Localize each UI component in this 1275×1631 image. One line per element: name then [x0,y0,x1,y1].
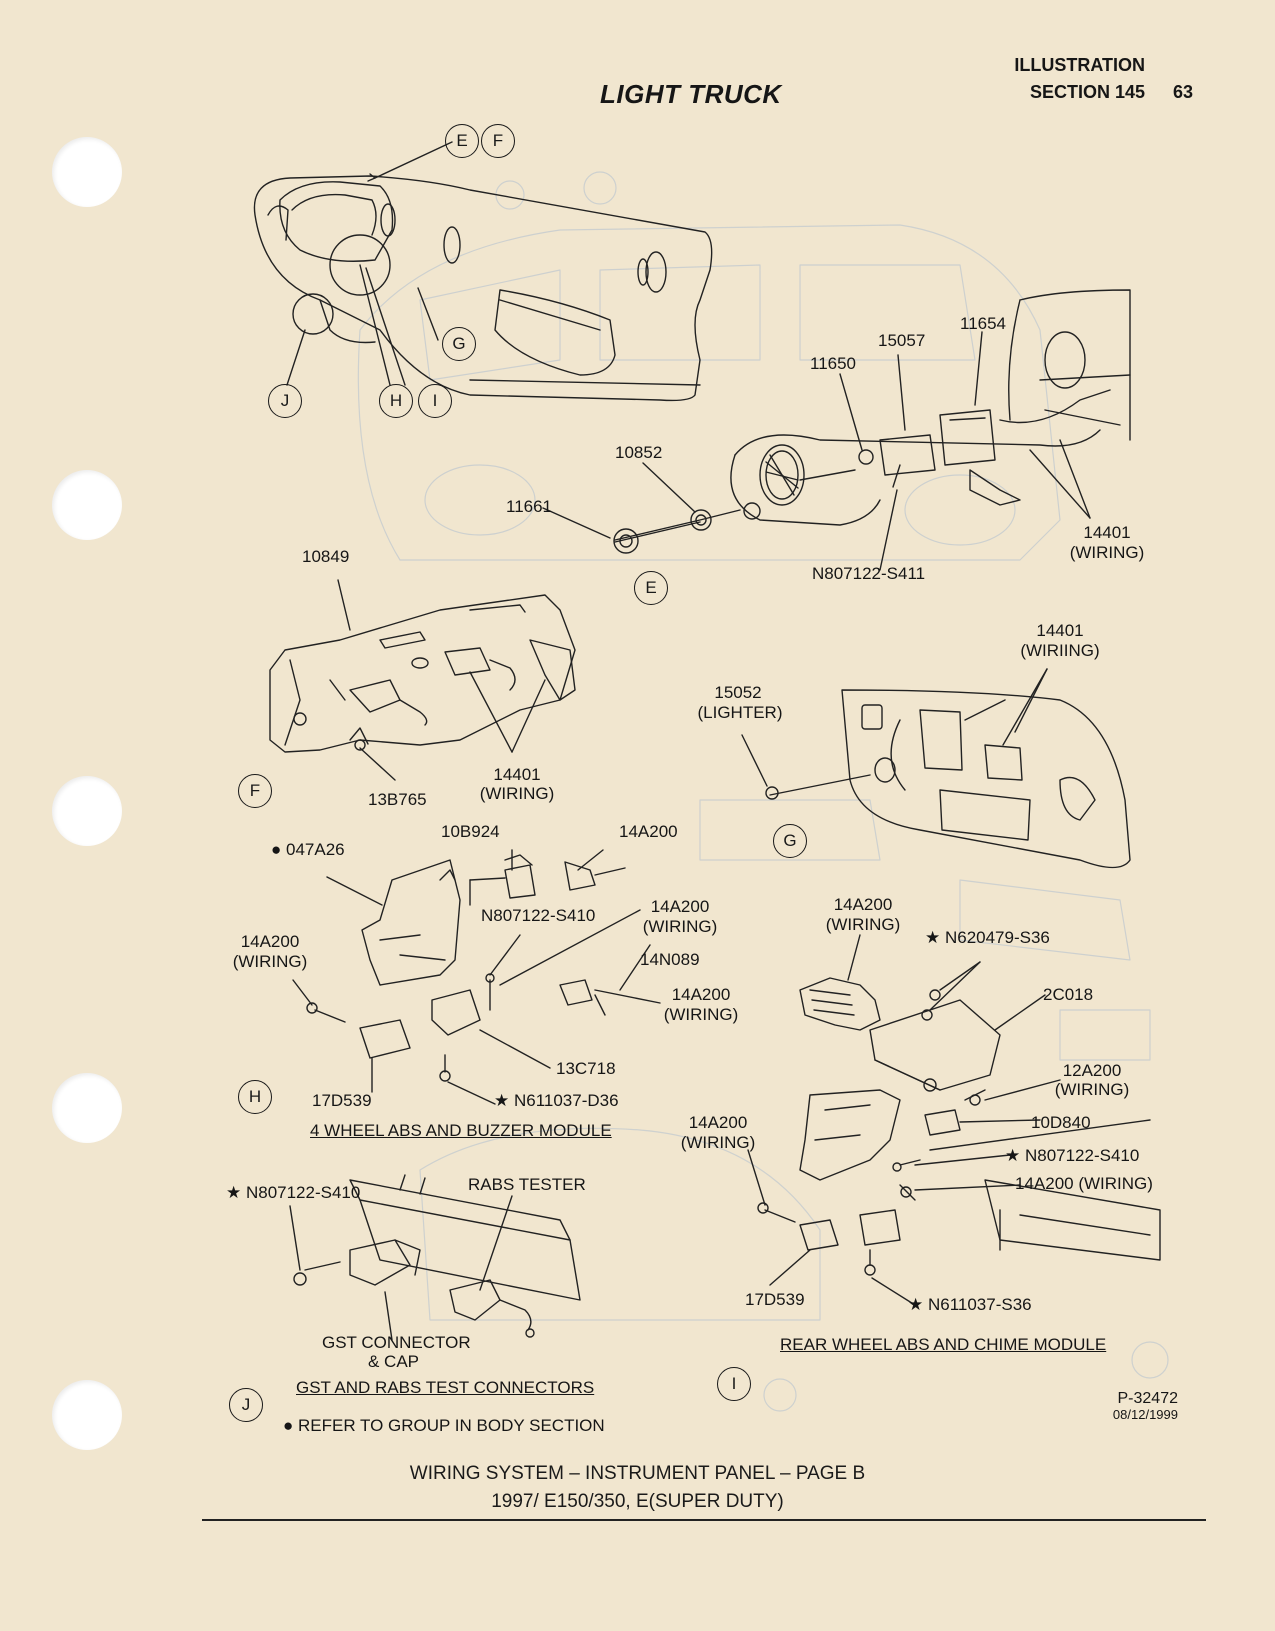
binder-hole-3 [52,776,122,846]
view-h-art [292,849,661,1105]
part-label-n807122-s411: N807122-S411 [812,564,926,583]
part-label-n620479-s36: ★ N620479-S36 [925,928,1050,947]
part-label-13b765: 13B765 [368,790,427,809]
binder-hole-1 [52,137,122,207]
part-label-14401-e: 14401 [1083,523,1131,542]
part-label-14a200-wiring: 14A200 (WIRING) [1015,1174,1153,1193]
part-label-14401-g: 14401 [1036,621,1084,640]
part-label-17d539-h: 17D539 [312,1091,372,1110]
part-label-14n089: 14N089 [640,950,700,969]
part-label-14a200-top: 14A200 [619,822,678,841]
view-f-art [269,579,576,781]
part-note-14a200-w2: (WIRING) [663,1005,739,1024]
part-note-15052: (LIGHTER) [697,703,783,722]
part-note-14a200-i-left: (WIRING) [680,1133,756,1152]
part-label-n611037-d36: ★ N611037-D36 [494,1091,619,1110]
part-label-17d539-i: 17D539 [745,1290,805,1309]
part-label-2c018: 2C018 [1043,985,1094,1004]
part-note-14a200-left: (WIRING) [232,952,308,971]
reference-note: ● REFER TO GROUP IN BODY SECTION [283,1416,605,1435]
instrument-panel-overview [253,141,713,402]
callout-j-top: J [268,384,302,418]
part-label-11661: 11661 [506,497,553,516]
part-label-10b924: 10B924 [441,822,500,841]
part-label-14a200-left: 14A200 [240,932,300,951]
callout-f-top: F [481,124,515,158]
view-j-art [289,1174,581,1341]
part-note-14a200-w1: (WIRING) [642,917,718,936]
callout-j: J [229,1388,263,1422]
callout-g-top: G [442,327,476,361]
part-label-15057: 15057 [878,331,926,350]
part-label-11654: 11654 [960,314,1007,333]
figure-id: P-32472 [1117,1390,1179,1407]
part-label-10d840: 10D840 [1031,1113,1091,1132]
part-label-n807122-s410-h: N807122-S410 [481,906,596,925]
page-number: 63 [1173,82,1194,102]
binder-hole-2 [52,470,122,540]
caption-4-wheel-abs: 4 WHEEL ABS AND BUZZER MODULE [310,1121,612,1140]
callout-e: E [634,571,668,605]
part-label-14a200-w1: 14A200 [650,897,710,916]
background-truck-ghost [357,171,1169,1412]
part-note-14401-g: (WIRIING) [1020,641,1100,660]
part-label-12a200: 12A200 [1062,1061,1122,1080]
part-note-14401-e: (WIRING) [1069,543,1145,562]
callout-f: F [238,774,272,808]
part-label-047a26: ● 047A26 [271,840,345,859]
view-g-art [741,668,1131,869]
part-label-14a200-i: 14A200 [833,895,893,914]
part-label-n611037-s36: ★ N611037-S36 [908,1295,1032,1314]
part-label-14401-f: 14401 [493,765,541,784]
caption-gst-rabs: GST AND RABS TEST CONNECTORS [296,1378,595,1397]
part-label-10849: 10849 [302,547,350,566]
figure-date: 08/12/1999 [1112,1407,1178,1422]
part-label-rabs-tester: RABS TESTER [468,1175,586,1194]
part-label-13c718: 13C718 [556,1059,616,1078]
part-note-14a200-i: (WIRING) [825,915,901,934]
part-label-14a200-w2: 14A200 [671,985,731,1004]
footer-line-1: WIRING SYSTEM – INSTRUMENT PANEL – PAGE … [409,1463,866,1484]
part-label-14a200-i-left: 14A200 [688,1113,748,1132]
footer-rule [202,1519,1206,1521]
part-label-11650: 11650 [810,354,857,373]
binder-hole-4 [52,1073,122,1143]
view-e-art [542,289,1131,571]
page-title: LIGHT TRUCK [600,79,782,109]
part-note-12a200: (WIRING) [1054,1080,1130,1099]
part-label-15052: 15052 [714,683,762,702]
callout-h: H [238,1080,272,1114]
part-label-gst-cap: & CAP [368,1352,420,1371]
callout-e-top: E [445,124,479,158]
part-label-n807122-s410-j: ★ N807122-S410 [226,1183,361,1202]
callout-i-top: I [418,384,452,418]
section-label-top: ILLUSTRATION [1014,55,1145,75]
part-note-14401-f: (WIRING) [479,784,555,803]
view-i-art [747,934,1161,1306]
part-label-10852: 10852 [615,443,663,462]
callout-g: G [773,824,807,858]
section-label: SECTION 145 [1029,82,1145,102]
binder-hole-5 [52,1380,122,1450]
part-label-n807122-s410-i: ★ N807122-S410 [1005,1146,1140,1165]
part-label-gst-connector: GST CONNECTOR [322,1333,471,1352]
callout-h-top: H [379,384,413,418]
callout-i: I [717,1367,751,1401]
caption-rear-wheel-abs: REAR WHEEL ABS AND CHIME MODULE [780,1335,1107,1354]
footer-line-2: 1997/ E150/350, E(SUPER DUTY) [491,1491,784,1512]
